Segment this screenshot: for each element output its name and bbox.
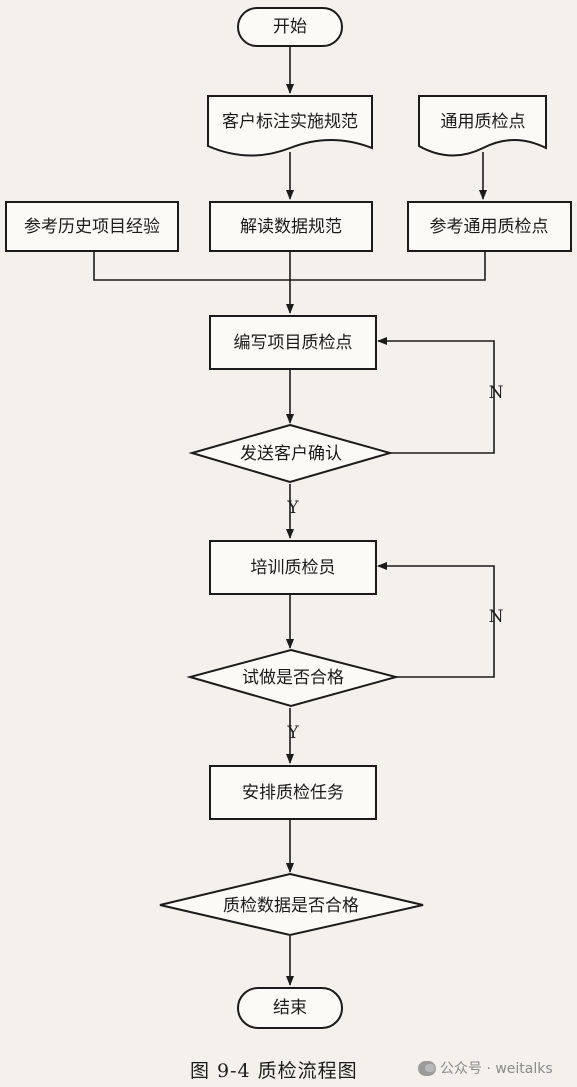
write-qc-points-label: 编写项目质检点 xyxy=(234,333,353,353)
ref-general-qc-label: 参考通用质检点 xyxy=(430,217,549,237)
flowchart: 开始 客户标注实施规范 通用质检点 参考历史项目经验 解读数据规范 参考通用质检… xyxy=(5,7,572,1029)
assign-tasks-box: 安排质检任务 xyxy=(209,765,377,820)
end-label: 结束 xyxy=(273,998,307,1018)
start-label: 开始 xyxy=(273,17,307,37)
wechat-icon xyxy=(418,1060,436,1076)
yes-label-2: Y xyxy=(286,723,299,743)
customer-spec-label: 客户标注实施规范 xyxy=(222,112,358,132)
no-label-2: N xyxy=(489,607,504,627)
trial-pass-decision: 试做是否合格 xyxy=(186,648,400,708)
watermark-text: 公众号 · weitalks xyxy=(440,1061,553,1077)
connectors xyxy=(93,46,495,986)
read-spec-label: 解读数据规范 xyxy=(240,217,342,237)
history-experience-label: 参考历史项目经验 xyxy=(24,217,160,237)
send-confirm-label: 发送客户确认 xyxy=(240,444,342,464)
start-node: 开始 xyxy=(237,7,343,47)
yes-label-1: Y xyxy=(286,498,299,518)
general-qc-document: 通用质检点 xyxy=(418,95,547,157)
write-qc-points-box: 编写项目质检点 xyxy=(209,315,377,370)
history-experience-box: 参考历史项目经验 xyxy=(5,201,179,252)
send-confirm-decision: 发送客户确认 xyxy=(188,423,394,484)
data-pass-label: 质检数据是否合格 xyxy=(223,896,359,916)
loop-no-1 xyxy=(377,337,495,454)
customer-spec-document: 客户标注实施规范 xyxy=(207,95,373,157)
loop-no-2 xyxy=(377,562,495,678)
end-node: 结束 xyxy=(237,987,343,1029)
watermark: 公众号 · weitalks xyxy=(418,1058,553,1078)
general-qc-label: 通用质检点 xyxy=(441,112,526,132)
ref-general-qc-box: 参考通用质检点 xyxy=(407,201,572,252)
assign-tasks-label: 安排质检任务 xyxy=(242,783,344,803)
no-label-1: N xyxy=(489,383,504,403)
data-pass-decision: 质检数据是否合格 xyxy=(159,872,424,937)
figure-caption: 图 9-4 质检流程图 xyxy=(190,1060,358,1082)
train-inspectors-box: 培训质检员 xyxy=(209,540,377,595)
trial-pass-label: 试做是否合格 xyxy=(242,668,344,688)
train-inspectors-label: 培训质检员 xyxy=(251,558,336,578)
read-spec-box: 解读数据规范 xyxy=(209,201,373,252)
